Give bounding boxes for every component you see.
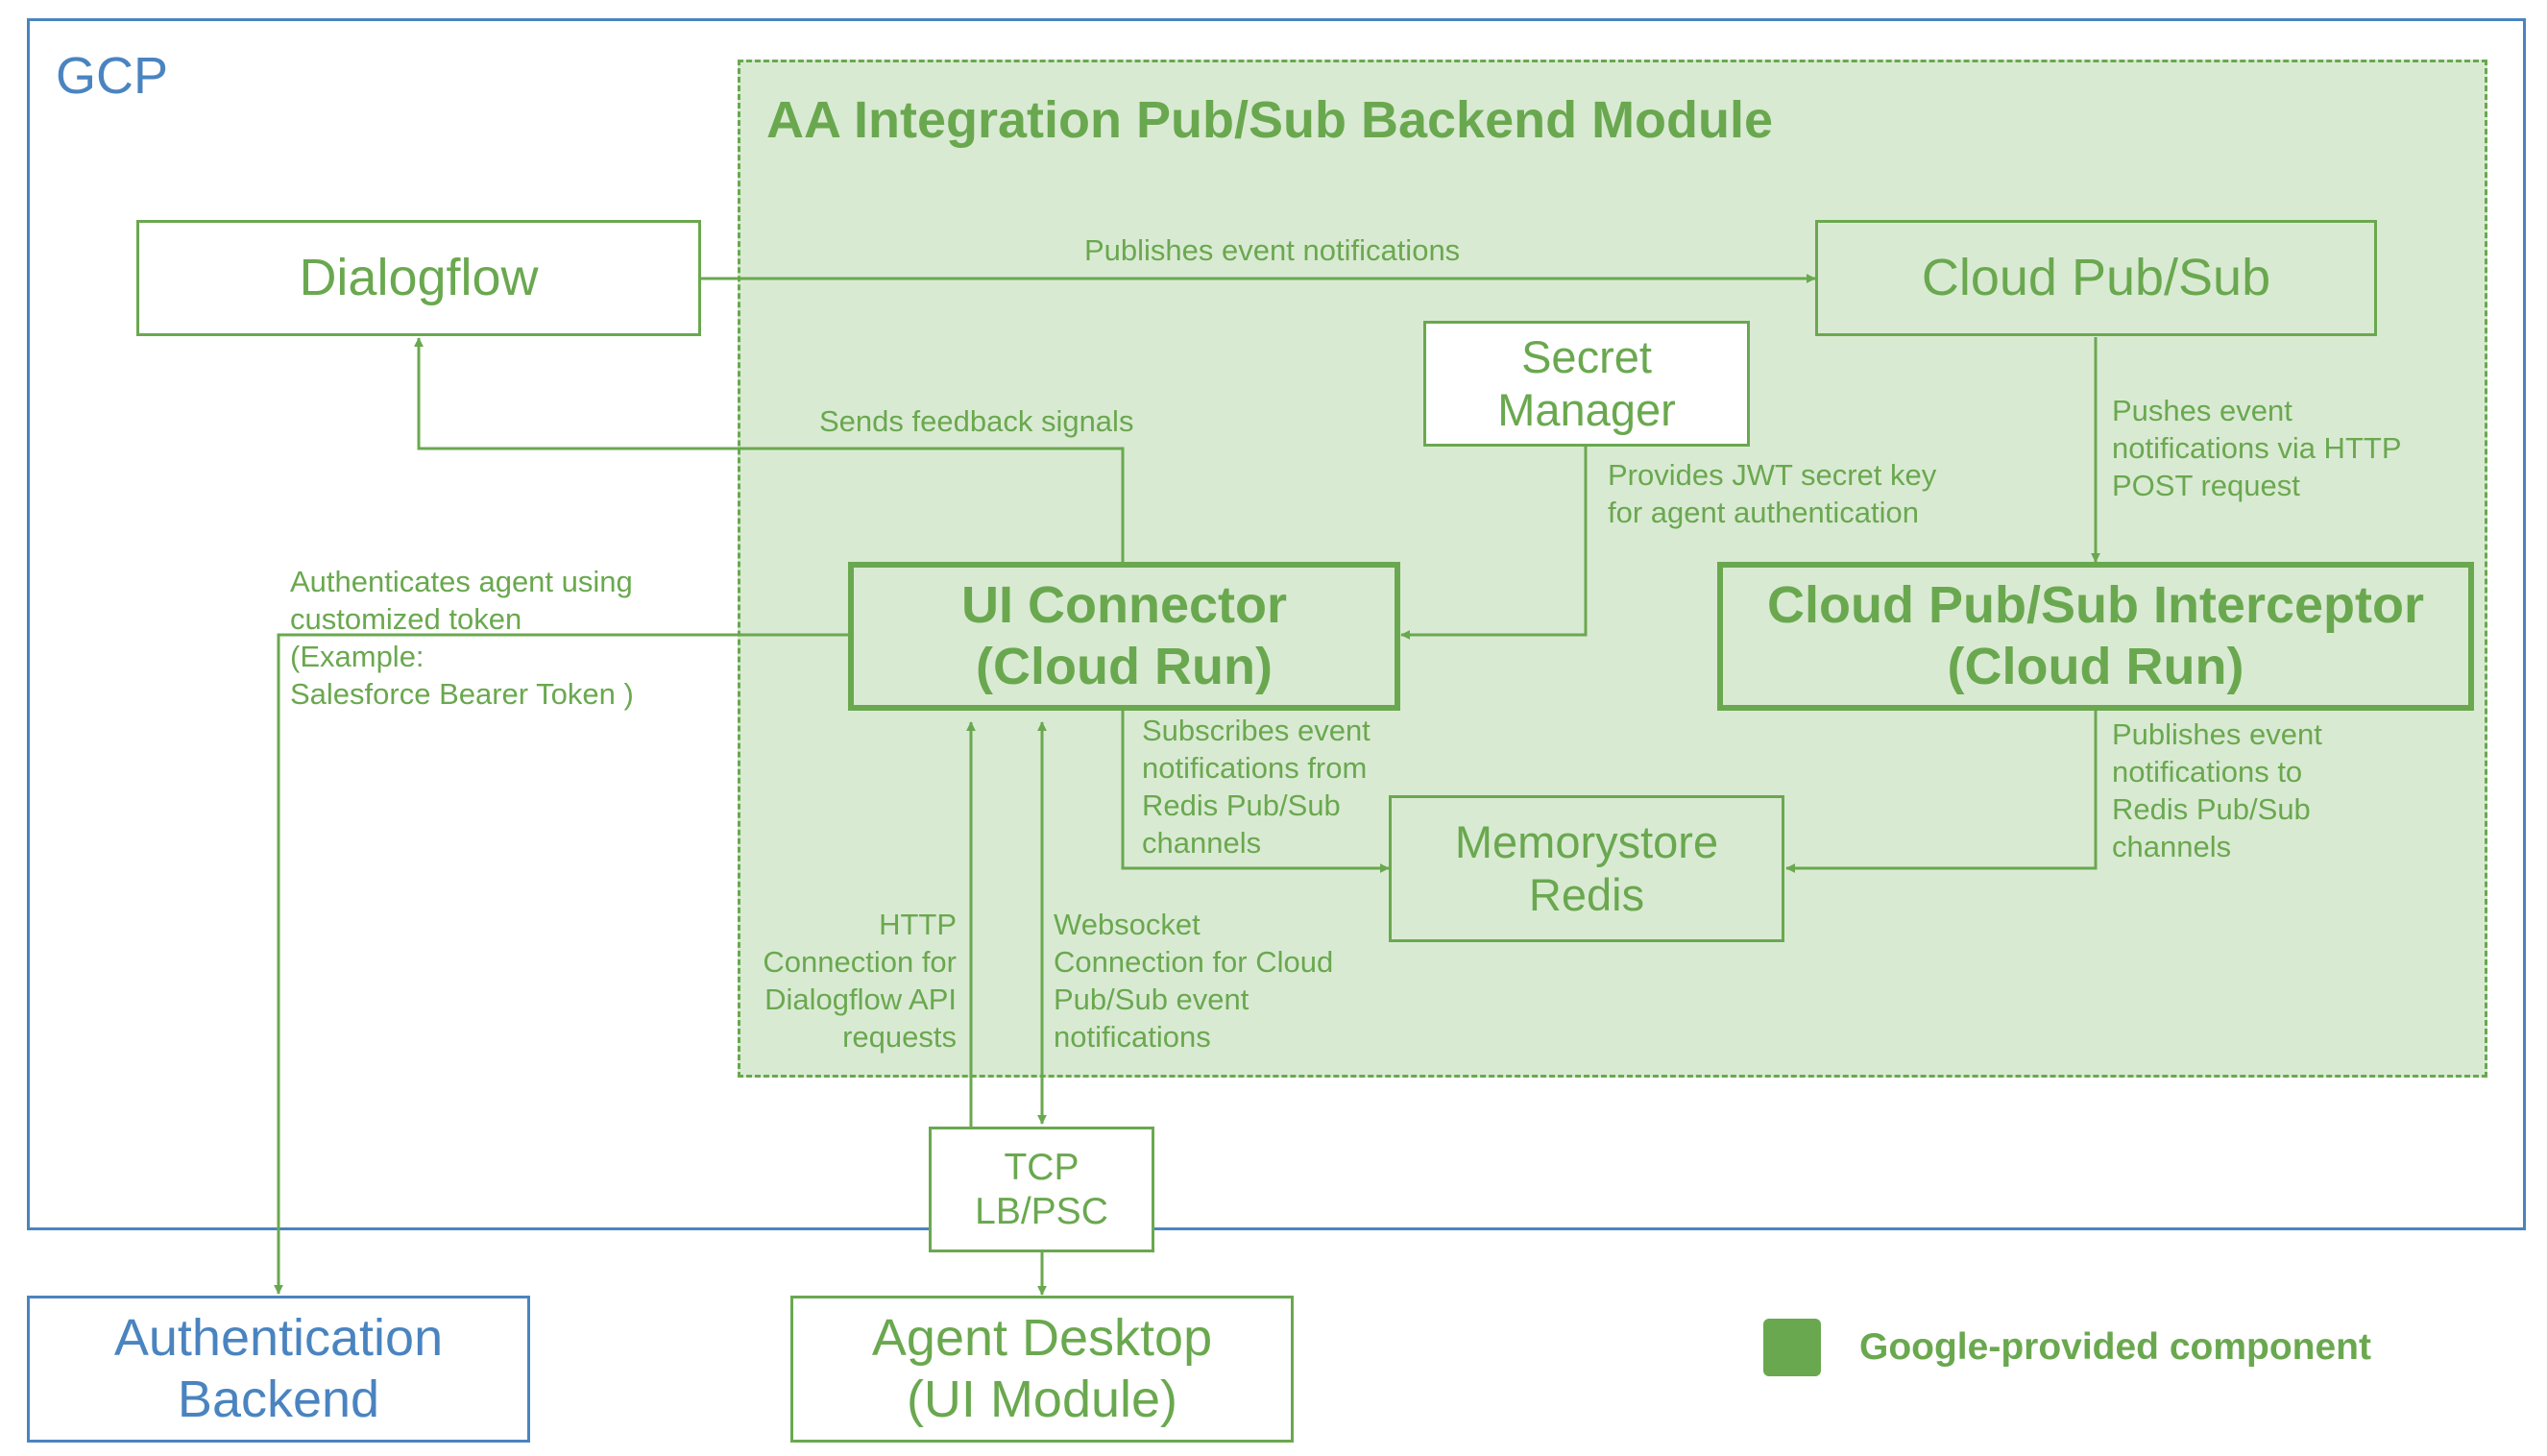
edge-feedback	[414, 337, 1125, 562]
edge-subscribes	[1121, 711, 1390, 873]
tcp-lb-box: TCP LB/PSC	[929, 1127, 1154, 1252]
label-publishes-redis: Publishes event notifications to Redis P…	[2112, 717, 2322, 863]
label-feedback: Sends feedback signals	[819, 404, 1134, 438]
gcp-label: GCP	[56, 47, 169, 105]
label-subscribes: Subscribes event notifications from Redi…	[1142, 714, 1371, 860]
secret-manager-box: Secret Manager	[1423, 321, 1750, 447]
edge-jwt	[1400, 447, 1588, 640]
module-title: AA Integration Pub/Sub Backend Module	[766, 91, 1774, 149]
label-pushes: Pushes event notifications via HTTP POST…	[2112, 394, 2402, 502]
cloud-pubsub-box: Cloud Pub/Sub	[1815, 220, 2377, 336]
label-jwt: Provides JWT secret key for agent authen…	[1608, 458, 1937, 529]
memorystore-redis-box: Memorystore Redis	[1389, 795, 1784, 942]
gcp-boundary	[27, 18, 2526, 1230]
agent-desktop-box: Agent Desktop (UI Module)	[790, 1296, 1294, 1443]
label-http: HTTP Connection for Dialogflow API reque…	[763, 908, 957, 1054]
label-publishes: Publishes event notifications	[1084, 233, 1461, 267]
ui-connector-box: UI Connector (Cloud Run)	[848, 562, 1400, 711]
label-authenticates: Authenticates agent using customized tok…	[290, 565, 634, 711]
dialogflow-box: Dialogflow	[136, 220, 701, 336]
edge-publishes-redis	[1785, 711, 2098, 873]
authentication-backend-box: Authentication Backend	[27, 1296, 530, 1443]
legend-label: Google-provided component	[1859, 1326, 2371, 1368]
label-websocket: Websocket Connection for Cloud Pub/Sub e…	[1054, 908, 1334, 1054]
edge-authenticates	[274, 633, 848, 1295]
legend-swatch	[1763, 1319, 1821, 1376]
pubsub-interceptor-box: Cloud Pub/Sub Interceptor (Cloud Run)	[1717, 562, 2474, 711]
